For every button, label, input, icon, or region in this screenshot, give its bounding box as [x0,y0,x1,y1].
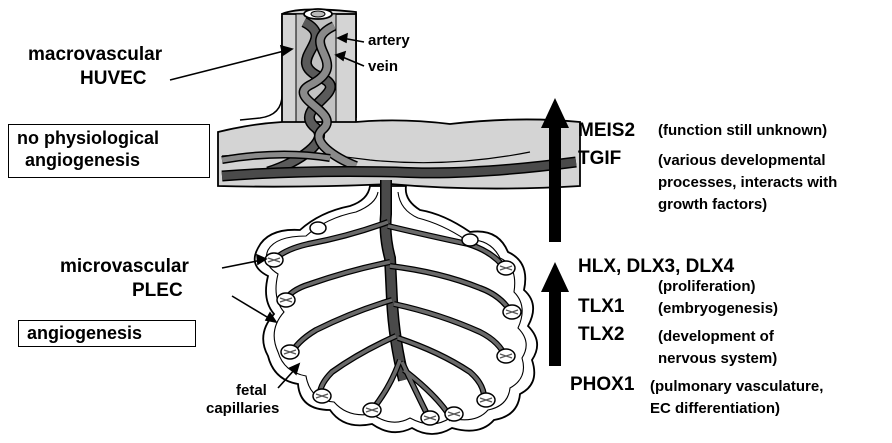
chorionic-vessels [221,150,577,182]
gene-phox1-desc-1: (pulmonary vasculature, [650,378,824,395]
pointer-arrows [169,32,365,389]
label-huvec: HUVEC [80,68,147,89]
box-no-physiological-angiogenesis: no physiological angiogenesis [8,124,210,178]
gene-tgif-desc-3: growth factors) [658,196,768,213]
gene-hlx-desc: (proliferation) [658,278,756,295]
label-macrovascular: macrovascular [28,44,163,65]
gene-hlx-dlx: HLX, DLX3, DLX4 [578,256,735,277]
label-artery: artery [368,32,410,49]
gene-tgif-desc-2: processes, interacts with [658,174,838,191]
gene-phox1: PHOX1 [570,374,635,395]
gene-meis2-desc: (function still unknown) [658,122,828,139]
gene-tlx1-desc: (embryogenesis) [658,300,779,317]
box-angiogenesis: angiogenesis [18,320,196,347]
umbilical-vessels [266,17,358,178]
box-line-1: no physiological [17,128,160,148]
gene-meis2: MEIS2 [578,120,636,141]
up-arrow-lower [541,262,569,366]
box-line-2: angiogenesis [25,150,141,170]
villous-tree [253,180,538,435]
umbilical-cord [239,8,357,125]
label-capillaries: capillaries [206,400,280,417]
gene-phox1-desc-2: EC differentiation) [650,400,780,417]
gene-tgif-desc-1: (various developmental [658,152,826,169]
label-vein: vein [368,58,399,75]
gene-tlx2-desc-1: (development of [658,328,774,345]
gene-tlx2-desc-2: nervous system) [658,350,778,367]
label-fetal: fetal [236,382,267,399]
gene-tgif: TGIF [578,148,622,169]
label-microvascular: microvascular [60,256,189,277]
box-angiogenesis-text: angiogenesis [27,323,143,343]
up-arrow-upper [541,98,569,242]
label-plec: PLEC [132,280,183,301]
gene-tlx1: TLX1 [578,296,625,317]
gene-tlx2: TLX2 [578,324,625,345]
